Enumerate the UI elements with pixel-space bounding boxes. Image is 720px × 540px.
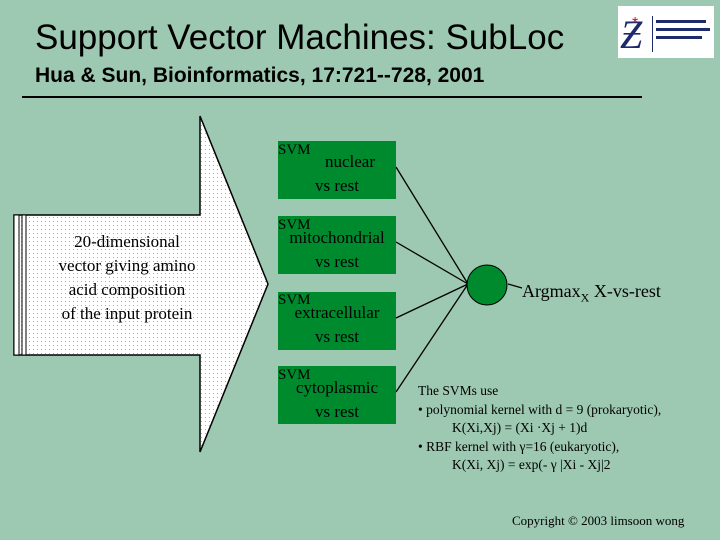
argmax-label: ArgmaxX X-vs-rest: [522, 281, 661, 306]
svm-label-cytoplasmic: cytoplasmic vs rest: [276, 376, 398, 424]
svm-tag: SVM: [278, 217, 311, 233]
polynomial-kernel-line: • polynomial kernel with d = 9 (prokaryo…: [418, 401, 662, 417]
svm-tag: SVM: [278, 367, 311, 383]
output-connector: [507, 283, 523, 289]
slide-subtitle: Hua & Sun, Bioinformatics, 17:721--728, …: [35, 64, 485, 87]
input-label-line: acid composition: [68, 280, 186, 299]
svm-line: nuclear: [324, 152, 376, 171]
svg-text:Ƶ: Ƶ: [620, 12, 643, 57]
svm-line: vs rest: [315, 176, 359, 195]
svm-line: vs rest: [315, 252, 359, 271]
svm-connectors: [395, 166, 469, 393]
svm-line: vs rest: [315, 327, 359, 346]
input-vector-label: 20-dimensional vector giving amino acid …: [42, 230, 212, 326]
copyright-notice: Copyright © 2003 limsoon wong: [512, 513, 685, 528]
slide-title: Support Vector Machines: SubLoc: [35, 18, 565, 57]
argmax-node: [466, 264, 508, 306]
svm-box-cytoplasmic: [278, 366, 396, 424]
argmax-rest-text: X-vs-rest: [589, 281, 661, 301]
svm-line: mitochondrial: [289, 228, 385, 247]
input-label-line: 20-dimensional: [74, 232, 180, 251]
svm-box-extracellular: [278, 292, 396, 350]
svm-box-mitochondrial: [278, 216, 396, 274]
rbf-kernel-line: • RBF kernel with γ=16 (eukaryotic),: [418, 438, 620, 454]
svm-box-nuclear: [278, 141, 396, 199]
svg-text:*: *: [632, 15, 638, 32]
argmax-subscript: X: [580, 290, 590, 305]
svm-line: vs rest: [315, 402, 359, 421]
svm-label-mitochondrial: mitochondrial vs rest: [276, 226, 398, 274]
svm-label-nuclear: nuclear vs rest: [276, 150, 398, 198]
svm-label-extracellular: extracellular vs rest: [276, 301, 398, 349]
svm-tag: SVM: [278, 292, 311, 308]
explanation-intro: The SVMs use: [418, 383, 499, 398]
polynomial-kernel-formula: K(Xi,Xj) = (Xi ·Xj + 1)d: [452, 420, 588, 435]
svm-line: extracellular: [294, 303, 380, 322]
institute-logo: Ƶ *: [618, 6, 714, 58]
argmax-text: Argmax: [522, 281, 581, 301]
input-label-line: of the input protein: [61, 304, 193, 323]
svm-tag: SVM: [278, 142, 311, 158]
rbf-kernel-formula: K(Xi, Xj) = exp(- γ |Xi - Xj|2: [452, 457, 611, 472]
kernel-explanation: The SVMs use • polynomial kernel with d …: [418, 382, 661, 475]
input-label-line: vector giving amino: [58, 256, 196, 275]
input-arrow-shape: [13, 115, 269, 453]
svm-line: cytoplasmic: [295, 378, 379, 397]
title-divider: [22, 96, 642, 98]
